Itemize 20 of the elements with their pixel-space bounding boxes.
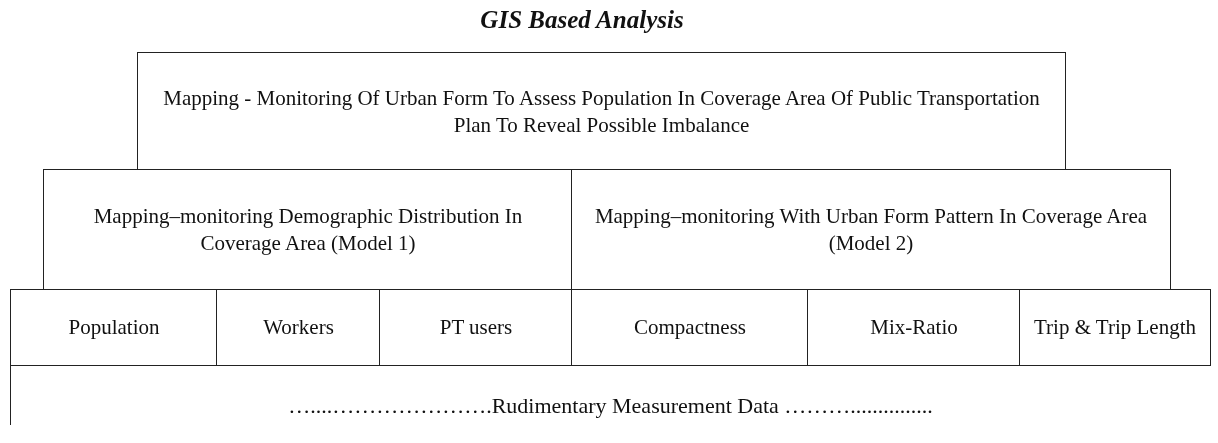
text-box — [1019, 289, 1211, 366]
box-text: Compactness — [634, 314, 746, 341]
box-text: PT users — [439, 314, 513, 341]
box-text: Mapping–monitoring Demographic Distribution In Coverage Area (Model 1) — [92, 203, 524, 257]
box-text: Mapping - Monitoring Of Urban Form To Assess Population In Coverage Area Of Public Transportation Plan To Reveal Possible Imbalance — [162, 84, 1041, 139]
text-box — [807, 289, 1021, 366]
text-box — [379, 289, 573, 366]
box-text: Trip & Trip Length — [1034, 314, 1196, 341]
text-box — [571, 169, 1171, 291]
diagram-title: GIS Based Analysis — [479, 6, 685, 34]
text-box — [216, 289, 381, 366]
box-text: Mix-Ratio — [870, 314, 958, 341]
text-box — [43, 169, 573, 291]
box-text: Workers — [263, 314, 334, 341]
text-box — [571, 289, 809, 366]
text-box — [10, 289, 218, 366]
box-text: Population — [68, 314, 160, 341]
text-box — [137, 52, 1066, 171]
box-text: Mapping–monitoring With Urban Form Pattern In Coverage Area (Model 2) — [593, 203, 1149, 257]
box-text: …....………………….Rudimentary Measurement Data ………............... — [288, 392, 933, 419]
